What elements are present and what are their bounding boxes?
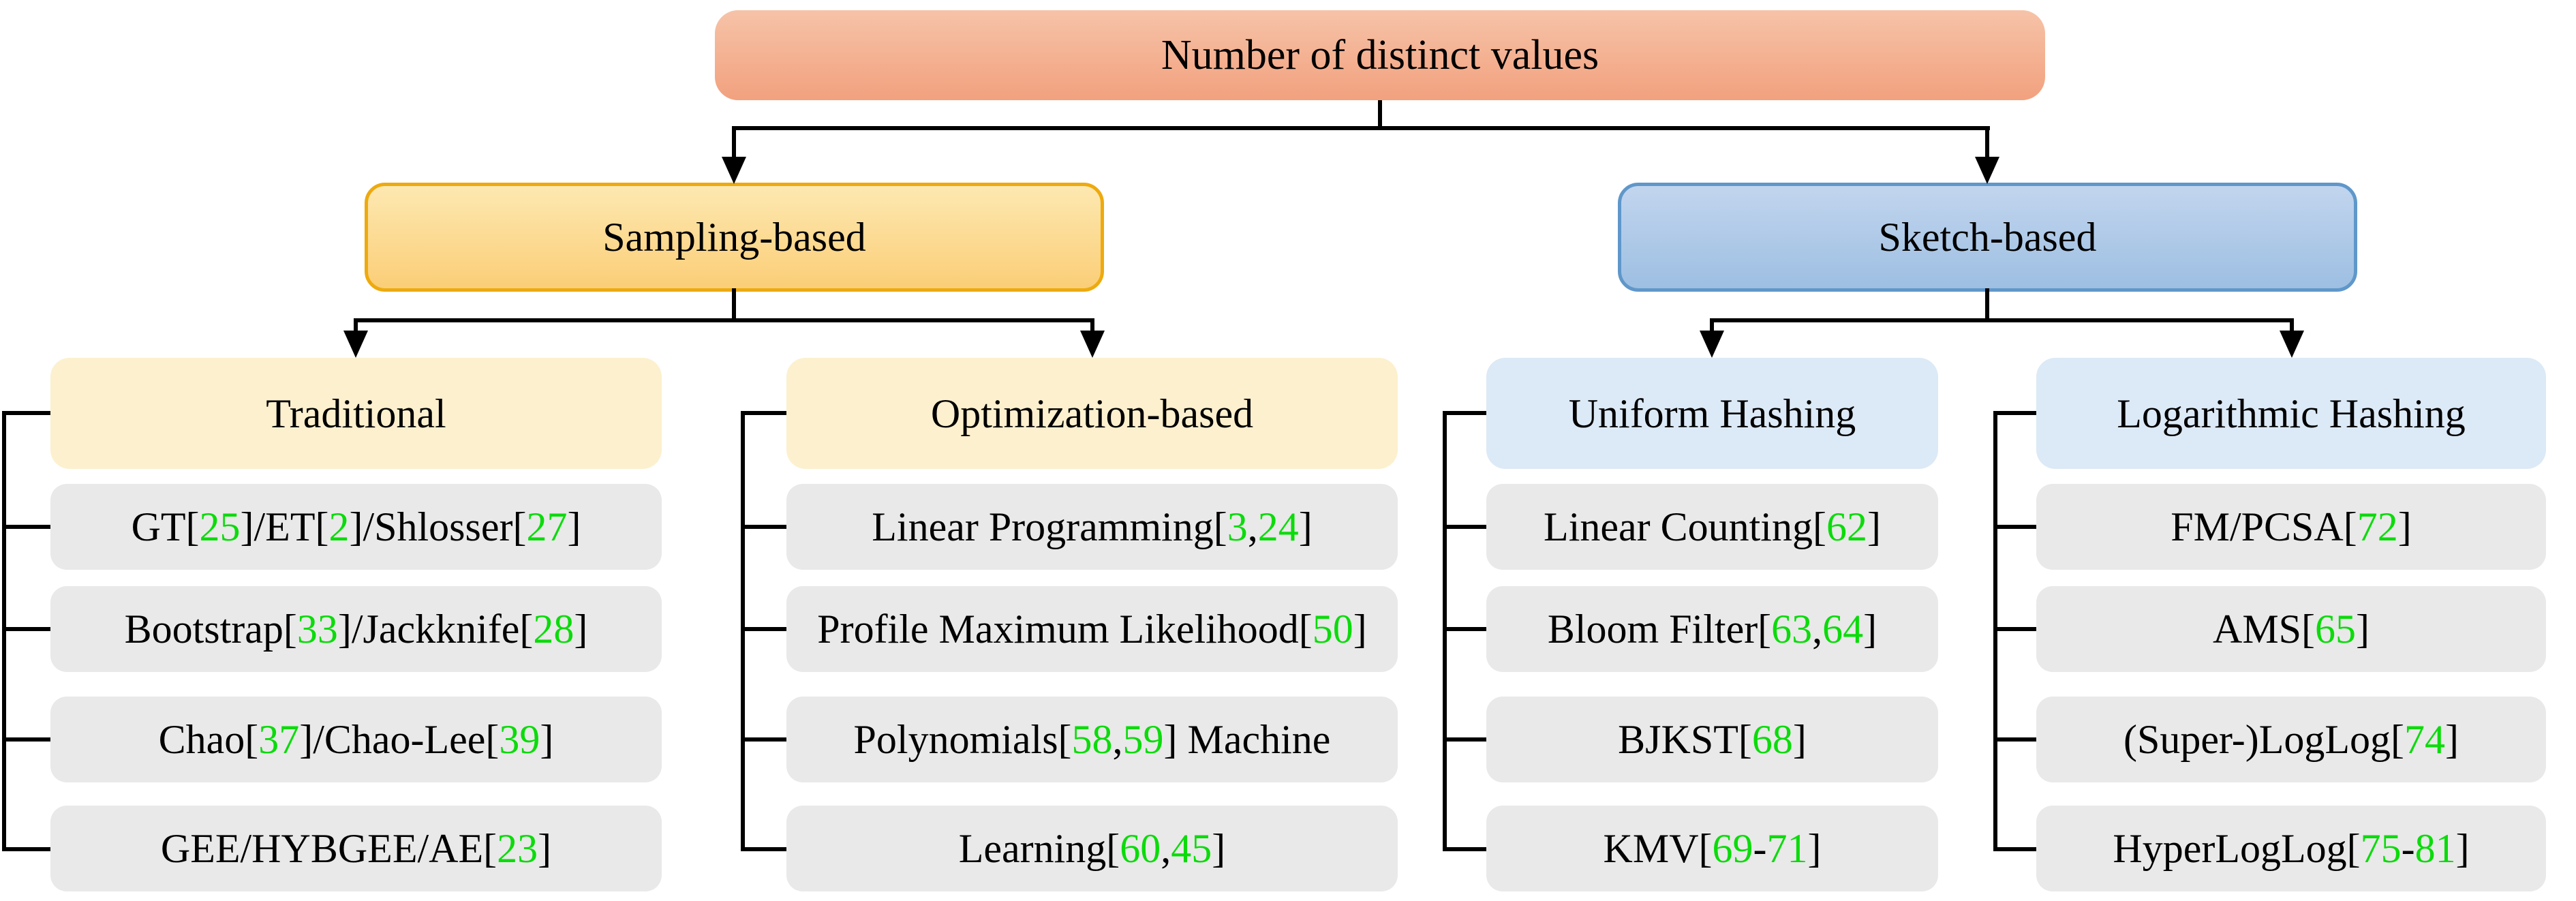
- column-header-label: Optimization-based: [930, 391, 1254, 436]
- tree-item-fm-pcsa: FM/PCSA[72]: [2036, 484, 2546, 570]
- connector-sampling-crossbar: [354, 318, 1094, 322]
- bracket-stub: [2, 627, 50, 631]
- column-header-uniform-hashing: Uniform Hashing: [1486, 358, 1938, 469]
- bracket-stub: [741, 525, 786, 529]
- bracket-stub: [2, 525, 50, 529]
- column-header-logarithmic-hashing: Logarithmic Hashing: [2036, 358, 2546, 469]
- bracket-stub: [2, 847, 50, 851]
- tree-item-super-loglog: (Super-)LogLog[74]: [2036, 697, 2546, 782]
- bracket-stub: [741, 411, 786, 415]
- tree-item-profile-maximum-likelihood: Profile Maximum Likelihood[50]: [786, 586, 1398, 672]
- bracket-stub: [741, 847, 786, 851]
- tree-item-gt-et-shlosser: GT[25]/ET[2]/Shlosser[27]: [50, 484, 662, 570]
- tree-item-bloom-filter: Bloom Filter[63,64]: [1486, 586, 1938, 672]
- bracket-stub: [741, 627, 786, 631]
- branch-node-sampling: Sampling-based: [365, 183, 1104, 292]
- root-node-label: Number of distinct values: [1161, 31, 1599, 78]
- column-header-optimization-based: Optimization-based: [786, 358, 1398, 469]
- bracket-stub: [1993, 627, 2036, 631]
- tree-item-hyperloglog: HyperLogLog[75-81]: [2036, 806, 2546, 891]
- connector-sampling-stem: [732, 288, 736, 322]
- bracket-stub: [1443, 847, 1486, 851]
- branch-sampling-label: Sampling-based: [602, 215, 866, 260]
- connector-sampling-drop: [732, 126, 736, 160]
- connector-optimization-drop: [1090, 318, 1094, 333]
- bracket-stub: [2, 737, 50, 742]
- column-header-label: Logarithmic Hashing: [2117, 391, 2466, 436]
- bracket-stub: [1443, 627, 1486, 631]
- connector-sketch-stem: [1985, 288, 1989, 322]
- bracket-stub: [1993, 737, 2036, 742]
- arrow-down-icon: [2280, 331, 2304, 358]
- tree-item-bootstrap-jackknife: Bootstrap[33]/Jackknife[28]: [50, 586, 662, 672]
- bracket-stub: [1443, 737, 1486, 742]
- connector-sketch-crossbar: [1710, 318, 2294, 322]
- tree-item-learning: Learning[60,45]: [786, 806, 1398, 891]
- branch-sketch-label: Sketch-based: [1878, 215, 2097, 260]
- branch-node-sketch: Sketch-based: [1618, 183, 2357, 292]
- bracket-stub: [2, 411, 50, 415]
- bracket-spine-col3: [1443, 411, 1447, 851]
- arrow-down-icon: [1700, 331, 1724, 358]
- column-header-traditional: Traditional: [50, 358, 662, 469]
- connector-root-crossbar: [732, 126, 1990, 130]
- arrow-down-icon: [343, 331, 368, 358]
- bracket-spine-col4: [1993, 411, 1997, 851]
- bracket-stub: [1993, 411, 2036, 415]
- tree-item-bjkst: BJKST[68]: [1486, 697, 1938, 782]
- arrow-down-icon: [1975, 157, 1999, 184]
- tree-item-linear-programming: Linear Programming[3,24]: [786, 484, 1398, 570]
- tree-item-gee-hybgee-ae: GEE/HYBGEE/AE[23]: [50, 806, 662, 891]
- bracket-stub: [741, 737, 786, 742]
- tree-item-kmv: KMV[69-71]: [1486, 806, 1938, 891]
- connector-traditional-drop: [354, 318, 358, 333]
- connector-logarithmic-drop: [2290, 318, 2294, 333]
- bracket-spine-col1: [2, 411, 6, 851]
- connector-uniform-drop: [1710, 318, 1714, 333]
- arrow-down-icon: [1080, 331, 1105, 358]
- column-header-label: Uniform Hashing: [1568, 391, 1856, 436]
- connector-root-stem: [1378, 100, 1382, 130]
- tree-item-chao-chao-lee: Chao[37]/Chao-Lee[39]: [50, 697, 662, 782]
- tree-item-polynomials-machine: Polynomials[58,59] Machine: [786, 697, 1398, 782]
- bracket-stub: [1443, 411, 1486, 415]
- tree-item-ams: AMS[65]: [2036, 586, 2546, 672]
- arrow-down-icon: [722, 157, 746, 184]
- column-header-label: Traditional: [266, 391, 446, 436]
- bracket-stub: [1993, 847, 2036, 851]
- root-node: Number of distinct values: [715, 10, 2045, 100]
- bracket-stub: [1443, 525, 1486, 529]
- tree-item-linear-counting: Linear Counting[62]: [1486, 484, 1938, 570]
- bracket-spine-col2: [741, 411, 745, 851]
- bracket-stub: [1993, 525, 2036, 529]
- connector-sketch-drop: [1985, 126, 1989, 160]
